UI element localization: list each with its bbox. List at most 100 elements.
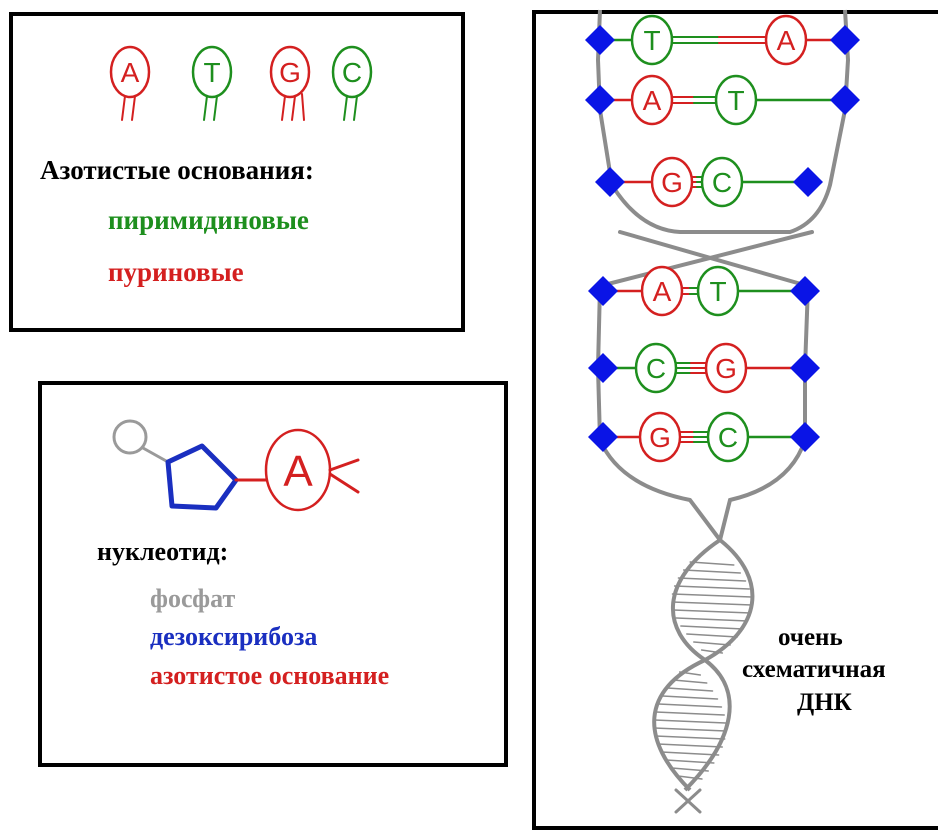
helix-rung bbox=[666, 687, 714, 692]
top-pair-0-right-circle bbox=[764, 14, 808, 66]
mid-pair-0-left-phosphate bbox=[588, 276, 618, 306]
base-G-letter: G bbox=[279, 57, 301, 88]
mid-pair-0-left-letter: A bbox=[653, 276, 672, 307]
helix-rung bbox=[670, 767, 710, 772]
nucleotide-base-leg-2 bbox=[328, 472, 360, 494]
top-pair-2-right-circle bbox=[700, 156, 744, 208]
purine-label: пуриновые bbox=[108, 257, 244, 287]
helix-rung bbox=[682, 569, 742, 574]
bases-title: Азотистые основания: bbox=[40, 155, 314, 185]
mid-pair-0-left-circle bbox=[640, 265, 684, 317]
top-pair-2-right-letter: C bbox=[712, 167, 732, 198]
base-label: азотистое основание bbox=[150, 661, 390, 690]
deoxyribose-pentagon bbox=[165, 443, 239, 511]
top-pair-0-left-phosphate bbox=[585, 25, 615, 55]
mid-pair-2-left-letter: G bbox=[649, 422, 671, 453]
phosphate-link bbox=[141, 446, 170, 464]
helix-rung bbox=[654, 735, 726, 740]
helix-rung bbox=[657, 703, 723, 708]
bases-panel bbox=[9, 12, 465, 332]
phosphate-circle bbox=[112, 419, 148, 455]
helix-rung bbox=[677, 775, 703, 780]
backbone-top bbox=[595, 9, 851, 234]
mid-pair-1-right-letter: G bbox=[715, 353, 737, 384]
helix-rung bbox=[677, 577, 747, 582]
top-pair-2-left-phosphate bbox=[595, 167, 625, 197]
top-pair-1-left-circle bbox=[630, 74, 674, 126]
dna-caption-line3: ДНК bbox=[797, 689, 852, 716]
mid-pair-1-left-letter: C bbox=[646, 353, 666, 384]
nucleotide-base-letter: A bbox=[283, 447, 313, 496]
top-pair-2-right-phosphate bbox=[793, 167, 823, 197]
mid-pair-1-left-phosphate bbox=[588, 353, 618, 383]
mid-pair-1-right-circle bbox=[704, 342, 748, 394]
dna-caption-line2: схематичная bbox=[742, 656, 886, 683]
base-T-leg-1 bbox=[203, 95, 208, 121]
helix-rung bbox=[680, 625, 744, 630]
top-pair-0-left-letter: T bbox=[643, 25, 660, 56]
helix-rung bbox=[671, 601, 753, 606]
helix-rung bbox=[686, 633, 738, 638]
helix-rung bbox=[689, 561, 735, 566]
helix-rung bbox=[693, 641, 731, 646]
helix-rung bbox=[661, 695, 719, 700]
mid-pair-2-right-phosphate bbox=[790, 422, 820, 452]
top-pair-0-right-letter: A bbox=[777, 25, 796, 56]
base-A-leg-2 bbox=[131, 95, 136, 121]
base-A-circle bbox=[109, 45, 151, 99]
top-pair-1-right-phosphate bbox=[830, 85, 860, 115]
top-pair-2-left-letter: G bbox=[661, 167, 683, 198]
mid-pair-2-right-letter: C bbox=[718, 422, 738, 453]
top-pair-1-left-phosphate bbox=[585, 85, 615, 115]
base-C-leg-1 bbox=[343, 95, 348, 121]
top-pair-0-left-circle bbox=[630, 14, 674, 66]
helix-rung bbox=[653, 727, 727, 732]
mid-pair-1-right-phosphate bbox=[790, 353, 820, 383]
top-pair-2-left-circle bbox=[650, 156, 694, 208]
top-pair-1-left-letter: A bbox=[643, 85, 662, 116]
mid-pair-1-left-circle bbox=[634, 342, 678, 394]
base-G-leg-1 bbox=[281, 95, 286, 121]
mid-pair-2-left-circle bbox=[638, 411, 682, 463]
top-pair-0-right-phosphate bbox=[830, 25, 860, 55]
helix-rung bbox=[672, 679, 708, 684]
mid-pair-0-right-letter: T bbox=[709, 276, 726, 307]
top-pair-1-right-letter: T bbox=[727, 85, 744, 116]
base-G-circle bbox=[269, 45, 311, 99]
helix-rung bbox=[700, 649, 724, 654]
base-T-circle bbox=[191, 45, 233, 99]
base-C-letter: C bbox=[342, 57, 362, 88]
base-T-leg-2 bbox=[213, 95, 218, 121]
base-T-letter: T bbox=[203, 57, 220, 88]
helix-rung bbox=[660, 751, 720, 756]
helix-rung bbox=[656, 743, 724, 748]
base-A-letter: A bbox=[121, 57, 140, 88]
pyrimidine-label: пиримидиновые bbox=[108, 205, 309, 235]
top-pair-1-right-circle bbox=[714, 74, 758, 126]
mid-pair-2-right-circle bbox=[706, 411, 750, 463]
mid-pair-2-left-phosphate bbox=[588, 422, 618, 452]
mid-pair-0-right-circle bbox=[696, 265, 740, 317]
helix-rung bbox=[653, 719, 727, 724]
nucleotide-title: нуклеотид: bbox=[97, 537, 229, 566]
helix-rung bbox=[673, 585, 751, 590]
base-C-circle bbox=[331, 45, 373, 99]
nucleotide-base-leg-1 bbox=[328, 458, 360, 472]
dna-caption-line1: очень bbox=[778, 624, 843, 651]
helix-rung bbox=[671, 593, 753, 598]
base-G-leg-3 bbox=[301, 93, 305, 121]
helix-rung bbox=[655, 711, 725, 716]
phosphate-label: фосфат bbox=[150, 584, 236, 613]
deoxyribose-label: дезоксирибоза bbox=[150, 622, 318, 651]
helix-rung bbox=[678, 671, 702, 676]
base-G-leg-2 bbox=[291, 95, 296, 121]
backbone-cross-2 bbox=[598, 230, 814, 288]
helix-rung bbox=[672, 609, 752, 614]
mid-pair-0-right-phosphate bbox=[790, 276, 820, 306]
helix-tail-2 bbox=[674, 788, 702, 814]
helix-rung bbox=[665, 759, 715, 764]
helix-rung bbox=[675, 617, 749, 622]
base-C-leg-2 bbox=[353, 95, 358, 121]
base-A-leg-1 bbox=[121, 95, 126, 121]
